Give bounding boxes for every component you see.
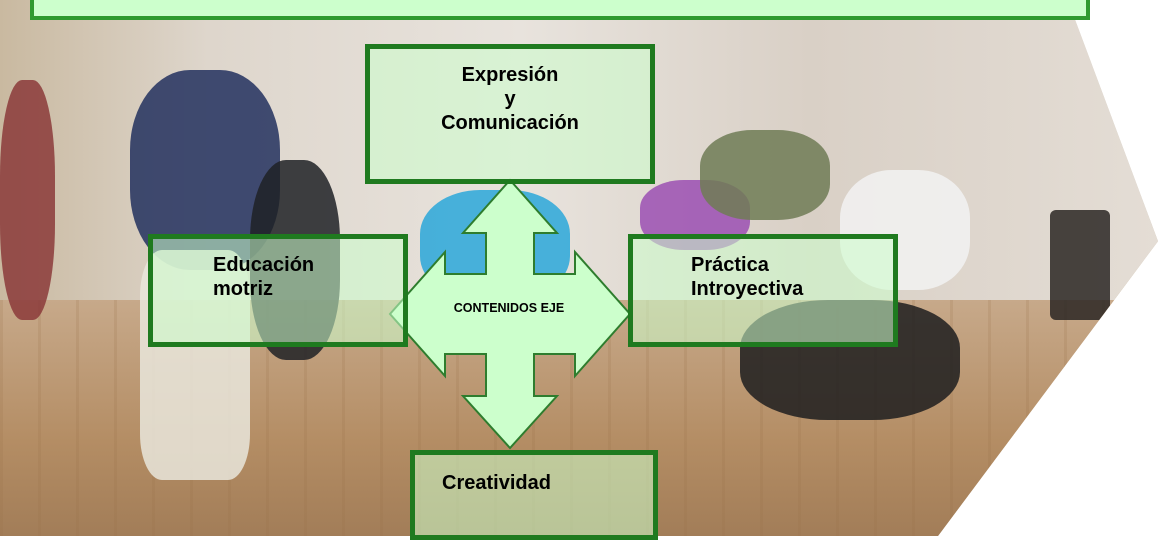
concept-line: y xyxy=(504,88,516,110)
concept-box-practica-introyectiva: Práctica Introyectiva xyxy=(628,234,898,347)
four-way-arrow-icon xyxy=(388,178,632,450)
concept-line: Expresión xyxy=(461,64,559,86)
photo-figure xyxy=(700,130,830,220)
concept-line: Introyectiva xyxy=(691,278,804,300)
concept-line: Comunicación xyxy=(441,112,579,134)
concept-line: Creatividad xyxy=(442,472,551,494)
concept-box-expresion: Expresión y Comunicación xyxy=(365,44,655,184)
concept-box-creatividad: Creatividad xyxy=(410,450,658,540)
concept-line: Práctica xyxy=(691,254,769,276)
photo-figure xyxy=(0,80,55,320)
concept-line: Educación xyxy=(213,254,315,276)
concept-box-educacion-motriz: Educación motriz xyxy=(148,234,408,347)
center-label: CONTENIDOS EJE xyxy=(453,301,565,315)
top-banner xyxy=(30,0,1090,20)
photo-figure xyxy=(1050,210,1110,320)
concept-line: motriz xyxy=(213,278,273,300)
